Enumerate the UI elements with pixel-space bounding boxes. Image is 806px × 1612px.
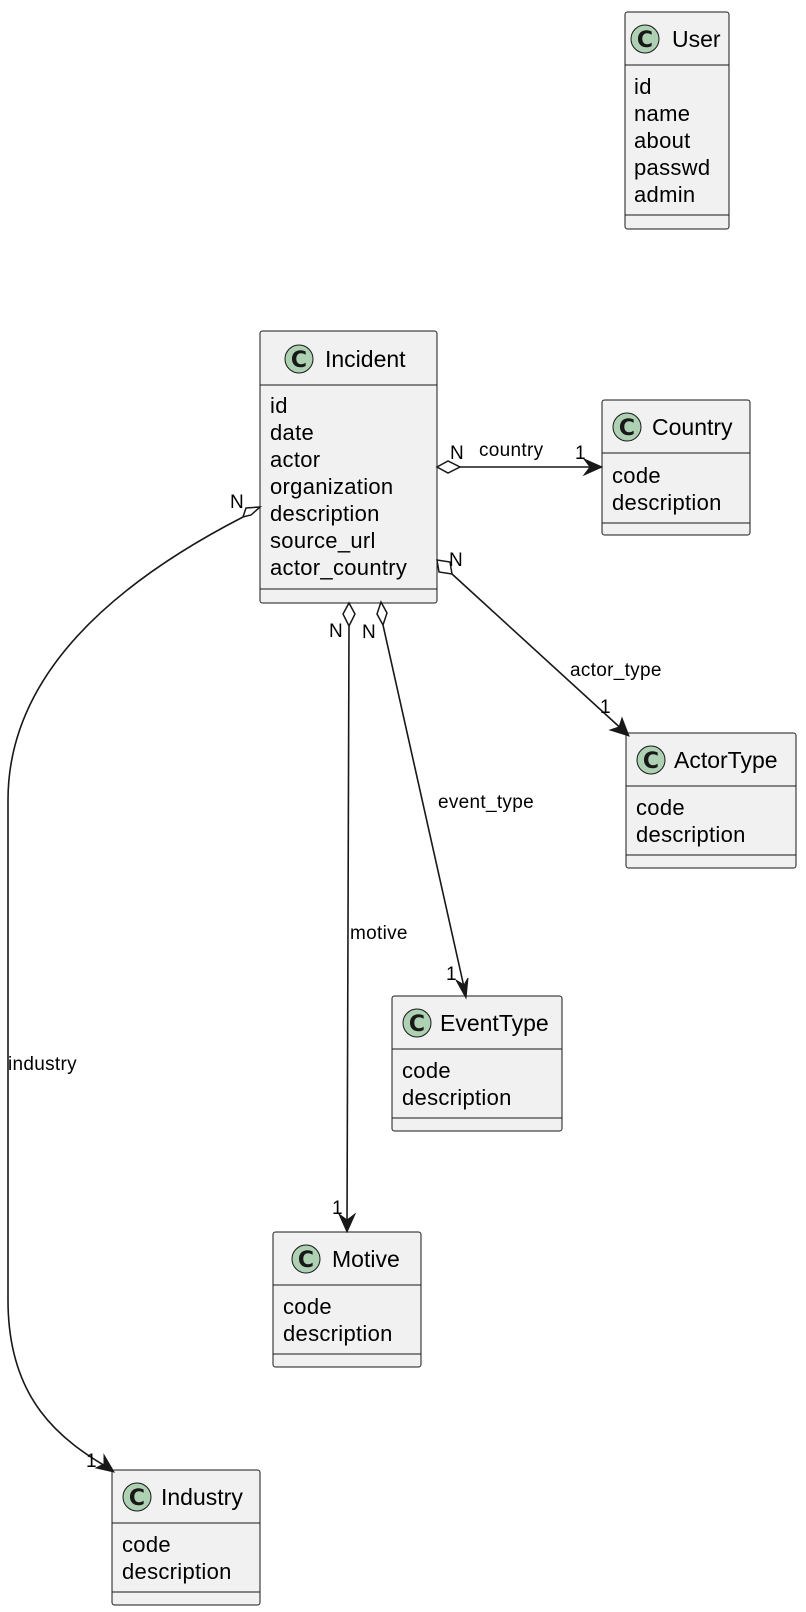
class-country[interactable]: C Country code description — [601, 399, 751, 536]
class-stereotype-letter: C — [129, 1486, 145, 1511]
class-industry[interactable]: C Industry code description — [111, 1469, 261, 1606]
arrow-head — [94, 1453, 116, 1473]
relation-line — [382, 624, 467, 997]
aggregation-diamond — [241, 506, 263, 519]
class-eventtype[interactable]: C EventType code description — [391, 995, 563, 1132]
arrow-head — [582, 457, 604, 477]
class-attribute: description — [283, 1321, 393, 1346]
class-attribute: code — [636, 795, 685, 820]
class-attribute: code — [402, 1058, 451, 1083]
class-stereotype-letter: C — [619, 416, 635, 441]
class-actortype-box — [625, 732, 797, 869]
class-attribute: description — [636, 822, 746, 847]
relation-label: industry — [8, 1054, 77, 1075]
relation-label: actor_type — [570, 660, 662, 681]
class-motive[interactable]: C Motive code description — [272, 1231, 422, 1368]
class-actortype[interactable]: C ActorType code description — [625, 732, 797, 869]
multiplicity-target: 1 — [575, 443, 586, 464]
class-attribute: description — [270, 501, 380, 526]
relation-motive[interactable]: motive N 1 — [329, 601, 408, 1234]
aggregation-diamond — [376, 600, 388, 627]
class-user[interactable]: C User id name about passwd admin — [624, 11, 730, 230]
class-stereotype-letter: C — [643, 749, 659, 774]
class-stereotype-letter: C — [637, 28, 653, 53]
class-eventtype-name: EventType — [440, 1010, 549, 1036]
class-stereotype-icon — [612, 412, 642, 442]
class-attribute: code — [612, 463, 661, 488]
relation-line — [7, 516, 244, 1471]
multiplicity-target: 1 — [86, 1451, 97, 1472]
arrow-head — [608, 716, 630, 737]
class-attribute: name — [634, 101, 690, 126]
class-attribute: about — [634, 128, 691, 153]
class-attribute: passwd — [634, 155, 710, 180]
class-stereotype-icon — [122, 1482, 152, 1512]
class-actortype-name: ActorType — [674, 747, 778, 773]
relation-label: event_type — [438, 792, 534, 813]
class-attribute: code — [122, 1532, 171, 1557]
class-country-name: Country — [652, 414, 733, 440]
multiplicity-target: 1 — [600, 697, 611, 718]
class-stereotype-icon — [402, 1008, 432, 1038]
relation-country[interactable]: country N 1 — [435, 440, 604, 477]
class-stereotype-letter: C — [291, 348, 307, 373]
multiplicity-target: 1 — [446, 964, 457, 985]
class-user-box — [624, 11, 730, 230]
multiplicity-source: N — [329, 621, 343, 642]
class-attribute: id — [634, 74, 652, 99]
class-attribute: admin — [634, 182, 695, 207]
class-incident[interactable]: C Incident id date actor organization de… — [259, 330, 438, 604]
aggregation-diamond — [342, 601, 356, 628]
class-attribute: actor_country — [270, 555, 407, 580]
aggregation-diamond — [435, 460, 462, 474]
class-stereotype-icon — [636, 745, 666, 775]
multiplicity-source: N — [362, 622, 376, 643]
class-attribute: id — [270, 393, 288, 418]
arrow-head — [337, 1212, 357, 1234]
relation-industry[interactable]: industry N 1 — [7, 492, 263, 1473]
class-industry-name: Industry — [161, 1484, 243, 1510]
class-incident-name: Incident — [325, 346, 406, 372]
relation-line — [346, 625, 350, 1229]
multiplicity-target: 1 — [332, 1198, 343, 1219]
class-stereotype-letter: C — [409, 1012, 425, 1037]
aggregation-diamond — [436, 559, 453, 575]
class-stereotype-icon — [291, 1244, 321, 1274]
relation-label: country — [479, 440, 544, 461]
class-eventtype-box — [391, 995, 563, 1132]
class-stereotype-letter: C — [298, 1248, 314, 1273]
relation-line — [451, 573, 627, 734]
class-motive-name: Motive — [332, 1246, 400, 1272]
class-attribute: description — [402, 1085, 512, 1110]
class-attribute: code — [283, 1294, 332, 1319]
class-attribute: source_url — [270, 528, 376, 553]
multiplicity-source: N — [449, 550, 463, 571]
class-attribute: description — [122, 1559, 232, 1584]
relation-event-type[interactable]: event_type N 1 — [362, 600, 534, 1000]
relation-actor-type[interactable]: actor_type N 1 — [436, 550, 662, 737]
class-attribute: date — [270, 420, 314, 445]
arrow-head — [455, 977, 469, 1000]
relation-label: motive — [350, 923, 408, 944]
class-attribute: description — [612, 490, 722, 515]
class-attribute: organization — [270, 474, 393, 499]
class-stereotype-icon — [630, 24, 660, 54]
class-stereotype-icon — [284, 344, 314, 374]
class-user-name: User — [672, 26, 721, 52]
class-attribute: actor — [270, 447, 320, 472]
multiplicity-source: N — [230, 492, 244, 513]
multiplicity-source: N — [450, 443, 464, 464]
